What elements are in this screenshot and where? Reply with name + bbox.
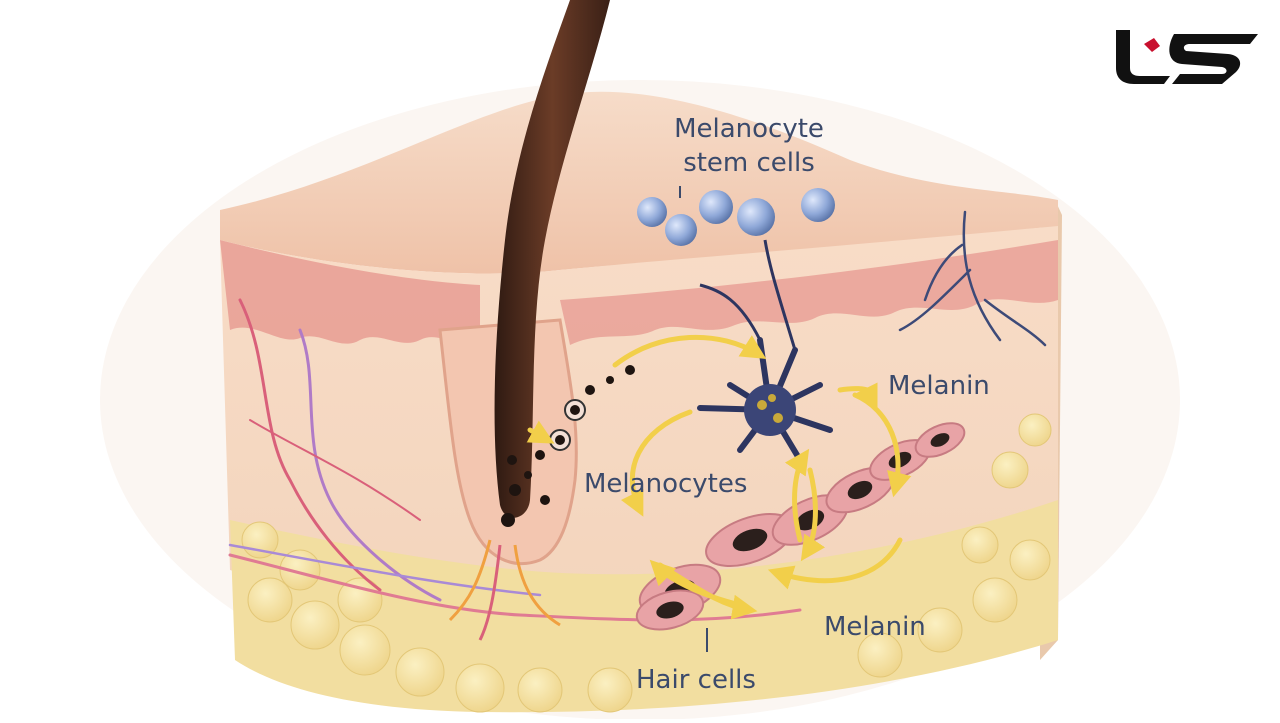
blood-vessels-left — [228, 298, 802, 622]
epidermis-band-left — [220, 240, 480, 346]
label-stem-line1: Melanocyte — [674, 114, 824, 144]
keratinocytes — [635, 422, 966, 631]
arrow-melanin-to-cells — [767, 537, 903, 590]
nerve-fibers — [898, 210, 1047, 347]
epidermis-band-right — [560, 240, 1058, 345]
arrow-up-to-melanocyte — [784, 448, 810, 543]
arrow-melanocyte-down — [621, 409, 693, 517]
follicle-melanocytes — [549, 399, 586, 451]
label-melanin-bottom: Melanin — [824, 612, 926, 642]
flow-arrows — [526, 334, 912, 620]
site-logo-icon[interactable] — [1110, 24, 1262, 86]
label-melanin-top: Melanin — [888, 371, 990, 401]
dendritic-melanocyte — [697, 239, 833, 463]
label-melanocytes: Melanocytes — [584, 469, 748, 499]
arrow-to-follicle-melanocyte — [526, 420, 555, 444]
label-hair-cells: Hair cells — [636, 665, 756, 695]
label-melanocyte-stem-cells: Melanocyte stem cells — [664, 112, 834, 180]
epidermis-surface — [220, 91, 1058, 274]
hair-shaft — [494, 0, 610, 518]
follicle-vessels — [448, 539, 561, 641]
melanocyte-stem-cells — [637, 188, 835, 246]
arrow-down-to-cells — [800, 467, 826, 562]
label-pointers — [679, 186, 708, 652]
fat-cells — [241, 413, 1052, 713]
label-stem-line2: stem cells — [683, 148, 815, 178]
hair-melanin-granules — [501, 365, 635, 527]
arrow-follicle-to-melanocyte — [612, 334, 767, 368]
arrow-cells-left — [649, 559, 743, 608]
